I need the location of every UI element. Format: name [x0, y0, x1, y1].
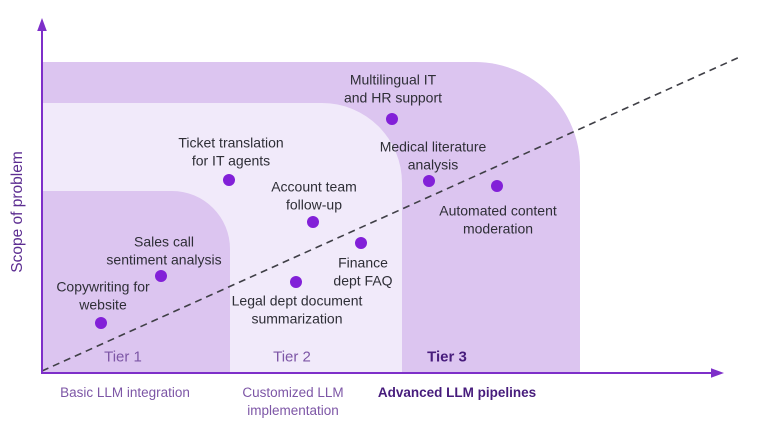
data-point-label: Legal dept document summarization — [231, 292, 363, 327]
y-axis-label: Scope of problem — [9, 151, 26, 273]
y-axis-arrowhead — [37, 18, 47, 31]
tier-3-caption: Advanced LLM pipelines — [377, 385, 537, 400]
x-axis-arrowhead — [711, 368, 724, 378]
data-point-label: Copywriting for website — [56, 278, 150, 313]
data-point-label: Multilingual IT and HR support — [343, 71, 443, 106]
data-point-label: Sales call sentiment analysis — [106, 233, 222, 268]
data-point-dot — [155, 270, 167, 282]
data-point-dot — [290, 276, 302, 288]
data-point-label: Ticket translation for IT agents — [178, 134, 284, 169]
tier-2-caption: Customized LLM implementation — [242, 385, 344, 418]
data-point-dot — [386, 113, 398, 125]
data-point-dot — [491, 180, 503, 192]
data-point-dot — [307, 216, 319, 228]
data-point-label: Account team follow-up — [271, 178, 357, 213]
tier-1-caption: Basic LLM integration — [60, 385, 190, 400]
data-point-dot — [355, 237, 367, 249]
data-point-dot — [95, 317, 107, 329]
data-point-label: Automated content moderation — [439, 202, 557, 237]
tier-2-label: Tier 2 — [273, 348, 311, 366]
tier-1-label: Tier 1 — [104, 348, 142, 366]
data-point-label: Medical literature analysis — [379, 138, 487, 173]
data-point-dot — [223, 174, 235, 186]
data-point-dot — [423, 175, 435, 187]
tier-3-label: Tier 3 — [427, 348, 467, 366]
data-point-label: Finance dept FAQ — [333, 254, 393, 289]
